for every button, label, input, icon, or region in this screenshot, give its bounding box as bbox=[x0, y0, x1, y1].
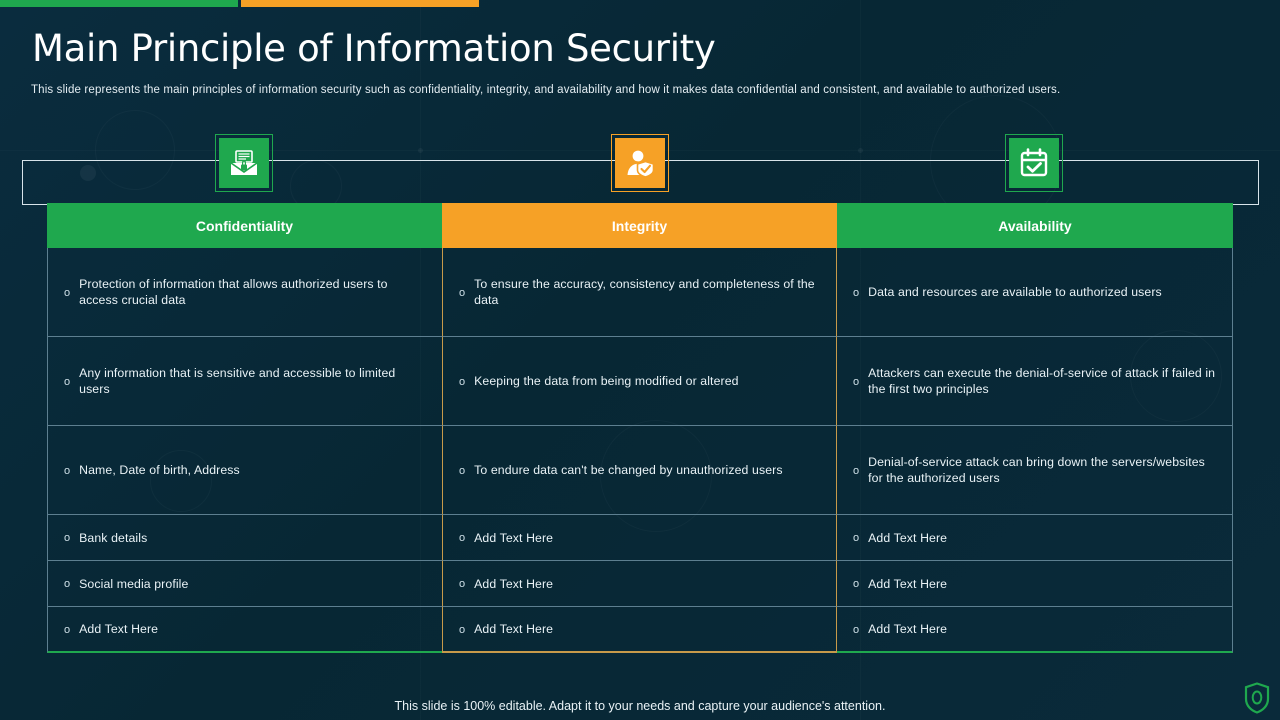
bg-texture-dot bbox=[858, 148, 863, 153]
cell-text: Data and resources are available to auth… bbox=[868, 285, 1162, 299]
cell-text: Add Text Here bbox=[868, 530, 948, 545]
top-accent-bars bbox=[0, 0, 479, 7]
table-header-row: Confidentiality Integrity Availability bbox=[47, 203, 1233, 248]
table-row: o Bank details o Add Text Here o Add Text H… bbox=[47, 515, 1233, 561]
secure-email-lock-icon bbox=[230, 150, 258, 175]
shield-logo-icon bbox=[1244, 682, 1270, 714]
table-cell[interactable]: o Denial-of-service attack can bring down… bbox=[837, 426, 1233, 515]
calendar-check-icon bbox=[1020, 148, 1048, 177]
bullet-marker: o bbox=[64, 532, 71, 544]
bullet-marker: o bbox=[459, 375, 466, 388]
table-cell[interactable]: o Add Text Here bbox=[837, 561, 1233, 607]
column-header-confidentiality: Confidentiality bbox=[47, 203, 442, 248]
table-cell[interactable]: o Attackers can execute the denial-of-ser… bbox=[837, 337, 1233, 426]
bullet-marker: o bbox=[64, 464, 71, 477]
icon-badge-inner bbox=[219, 138, 269, 188]
table-cell[interactable]: o Add Text Here bbox=[442, 607, 837, 653]
bullet-marker: o bbox=[64, 623, 71, 636]
principles-table: Confidentiality Integrity Availability o… bbox=[47, 203, 1233, 653]
cell-text: Bank details bbox=[79, 530, 148, 545]
bullet-marker: o bbox=[459, 578, 466, 590]
table-row: o Name, Date of birth, Address o To endure… bbox=[47, 426, 1233, 515]
cell-text: Add Text Here bbox=[79, 622, 159, 636]
table-cell[interactable]: o Name, Date of birth, Address bbox=[47, 426, 442, 515]
table-cell[interactable]: o Add Text Here bbox=[442, 561, 837, 607]
table-cell[interactable]: o Social media profile bbox=[47, 561, 442, 607]
bullet-marker: o bbox=[853, 578, 860, 590]
cell-text: Add Text Here bbox=[474, 576, 554, 591]
bullet-marker: o bbox=[64, 286, 71, 299]
footer-note: This slide is 100% editable. Adapt it to… bbox=[394, 699, 886, 713]
bullet-marker: o bbox=[459, 464, 466, 477]
cell-text: Add Text Here bbox=[868, 622, 948, 636]
cell-text: Social media profile bbox=[79, 576, 189, 591]
user-shield-check-icon bbox=[627, 150, 655, 178]
cell-text: Add Text Here bbox=[474, 622, 554, 636]
table-cell[interactable]: o Add Text Here bbox=[837, 515, 1233, 561]
cell-text: Any information that is sensitive and ac… bbox=[79, 366, 396, 396]
cell-text: Name, Date of birth, Address bbox=[79, 463, 240, 477]
page-title: Main Principle of Information Security bbox=[32, 27, 716, 70]
cell-text: Protection of information that allows au… bbox=[79, 277, 388, 307]
bullet-marker: o bbox=[64, 578, 71, 590]
icon-badge-integrity[interactable] bbox=[611, 134, 669, 192]
column-header-availability: Availability bbox=[837, 203, 1233, 248]
cell-text: Denial-of-service attack can bring down … bbox=[868, 455, 1205, 485]
icon-badge-inner bbox=[615, 138, 665, 188]
table-cell[interactable]: o Protection of information that allows a… bbox=[47, 248, 442, 337]
table-cell[interactable]: o Any information that is sensitive and a… bbox=[47, 337, 442, 426]
table-cell[interactable]: o Data and resources are available to aut… bbox=[837, 248, 1233, 337]
table-row: o Add Text Here o Add Text Here o Add Text … bbox=[47, 607, 1233, 653]
cell-text: Keeping the data from being modified or … bbox=[474, 374, 739, 388]
cell-text: Attackers can execute the denial-of-serv… bbox=[868, 366, 1216, 396]
table-cell[interactable]: o To ensure the accuracy, consistency and… bbox=[442, 248, 837, 337]
bullet-marker: o bbox=[459, 532, 466, 544]
bullet-marker: o bbox=[853, 464, 860, 477]
cell-text: Add Text Here bbox=[474, 530, 554, 545]
bullet-marker: o bbox=[853, 623, 860, 636]
icon-badge-availability[interactable] bbox=[1005, 134, 1063, 192]
bg-texture-dot bbox=[418, 148, 423, 153]
bullet-marker: o bbox=[853, 286, 860, 299]
icon-badge-confidentiality[interactable] bbox=[215, 134, 273, 192]
cell-text: To ensure the accuracy, consistency and … bbox=[474, 277, 815, 307]
column-header-integrity: Integrity bbox=[442, 203, 837, 248]
bullet-marker: o bbox=[853, 375, 860, 388]
table-cell[interactable]: o Keeping the data from being modified or… bbox=[442, 337, 837, 426]
cell-text: To endure data can't be changed by unaut… bbox=[474, 463, 783, 477]
table-row: o Protection of information that allows a… bbox=[47, 248, 1233, 337]
table-cell[interactable]: o To endure data can't be changed by unau… bbox=[442, 426, 837, 515]
table-cell[interactable]: o Bank details bbox=[47, 515, 442, 561]
icon-badge-inner bbox=[1009, 138, 1059, 188]
table-cell[interactable]: o Add Text Here bbox=[837, 607, 1233, 653]
bullet-marker: o bbox=[853, 532, 860, 544]
table-cell[interactable]: o Add Text Here bbox=[47, 607, 442, 653]
bullet-marker: o bbox=[459, 623, 466, 636]
bullet-marker: o bbox=[459, 286, 466, 299]
top-accent-bar-orange bbox=[241, 0, 479, 7]
cell-text: Add Text Here bbox=[868, 576, 948, 591]
page-subtitle: This slide represents the main principle… bbox=[31, 84, 1061, 96]
table-cell[interactable]: o Add Text Here bbox=[442, 515, 837, 561]
bullet-marker: o bbox=[64, 375, 71, 388]
table-row: o Any information that is sensitive and a… bbox=[47, 337, 1233, 426]
top-accent-bar-green bbox=[0, 0, 238, 7]
table-row: o Social media profile o Add Text Here o Ad… bbox=[47, 561, 1233, 607]
